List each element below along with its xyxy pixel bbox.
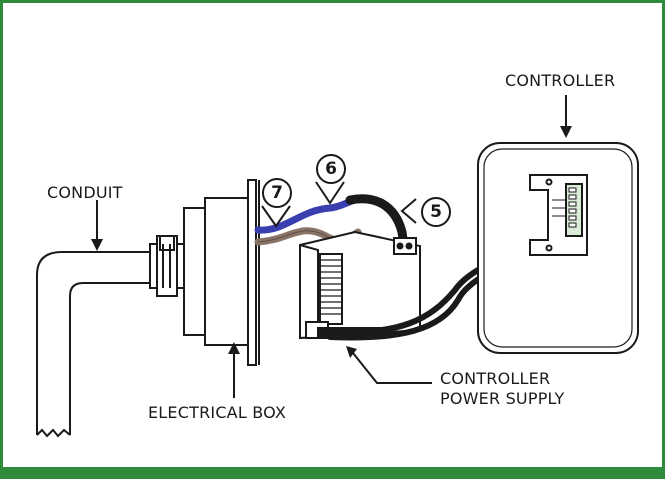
callout-5: 5 xyxy=(421,197,451,227)
electrical-box xyxy=(183,179,260,366)
controller xyxy=(477,142,639,354)
power-supply xyxy=(299,230,421,340)
power-supply-label-line2: POWER SUPPLY xyxy=(440,389,565,408)
label-arrows xyxy=(91,95,572,398)
conduit xyxy=(36,251,151,438)
power-supply-label-line1: CONTROLLER xyxy=(440,369,551,388)
electrical-box-label: ELECTRICAL BOX xyxy=(148,403,287,422)
conduit-label: CONDUIT xyxy=(47,183,123,202)
controller-label: CONTROLLER xyxy=(505,71,616,90)
callout-pointers xyxy=(261,181,417,228)
callout-7: 7 xyxy=(262,178,292,208)
blue-wire xyxy=(254,196,359,234)
black-cable xyxy=(345,194,409,251)
conduit-fitting xyxy=(149,235,185,297)
callout-6: 6 xyxy=(316,154,346,184)
